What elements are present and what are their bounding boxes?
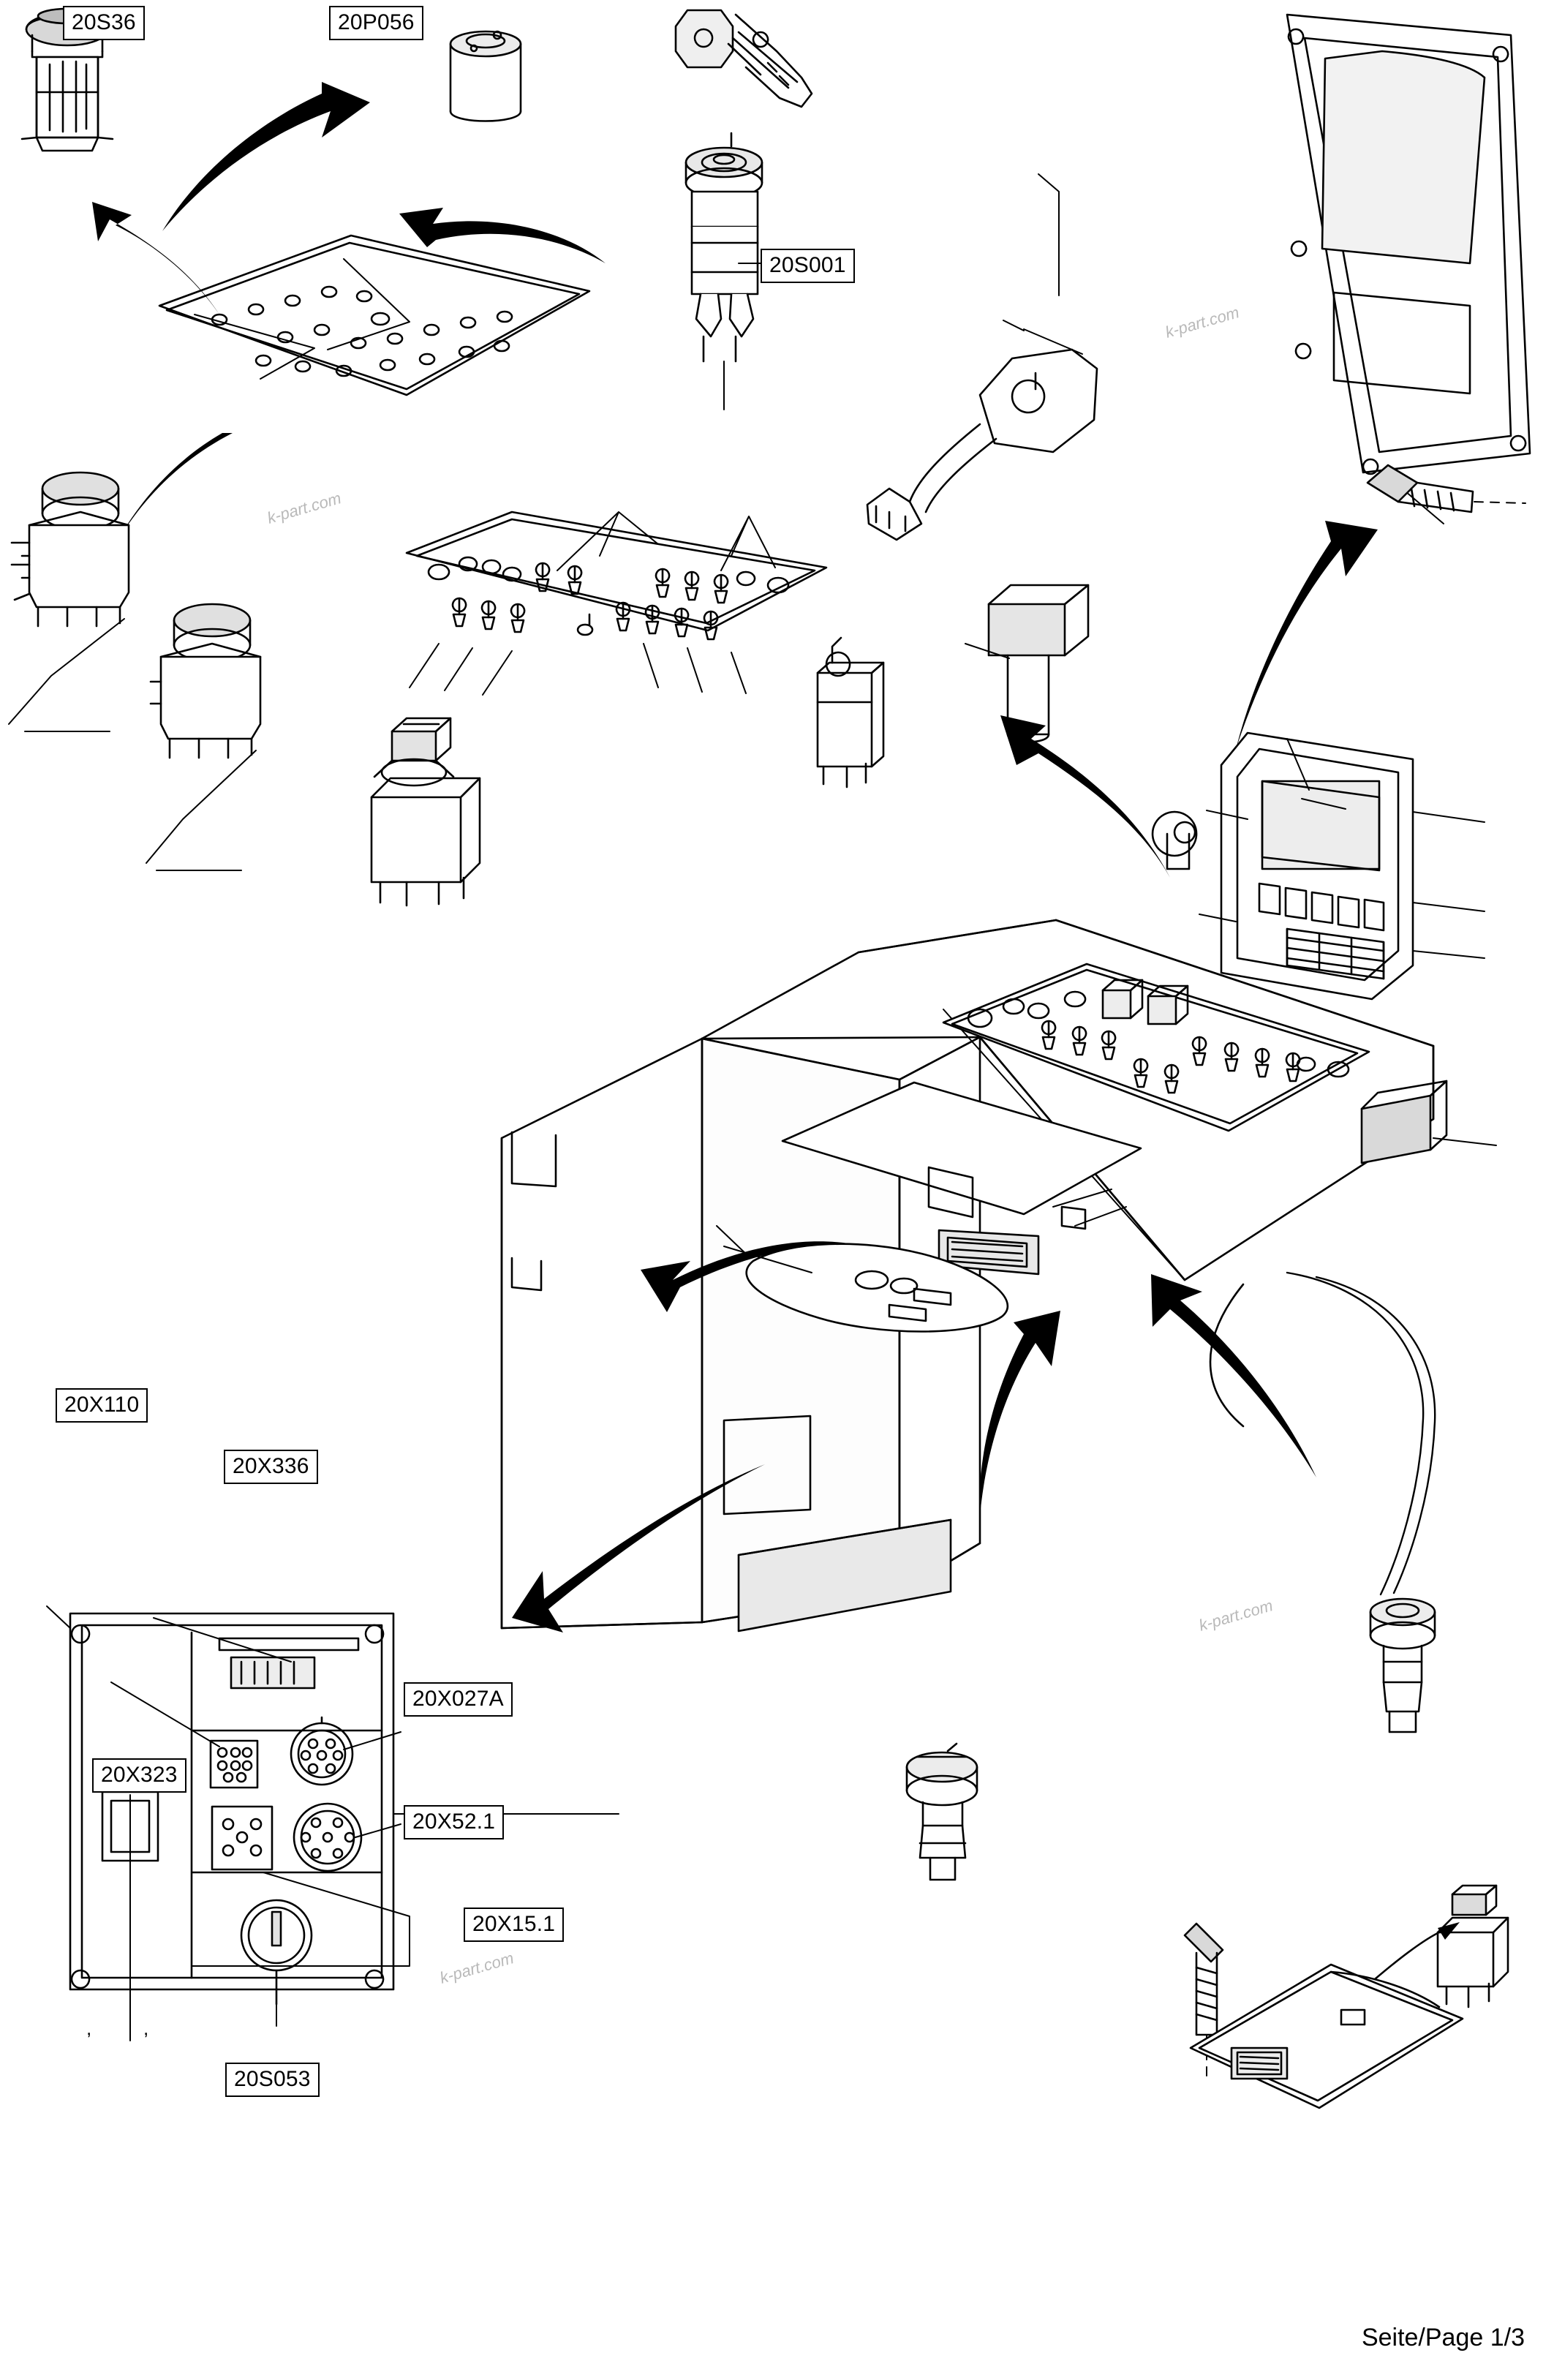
part-console-deck [701,919,1497,1596]
part-instrument-cluster [1151,731,1485,1001]
page-footer: Seite/Page 1/3 [1361,2324,1525,2351]
callout-20P056: 20P056 [329,6,423,40]
part-gasket-plate [158,234,591,396]
callout-20X52-1: 20X52.1 [404,1805,505,1839]
part-20S001-keys [674,9,813,108]
part-connector-plate [46,1605,619,2041]
part-20S001 [684,132,763,363]
tick-mark: , [143,2017,149,2039]
part-bottom-right-assembly [1183,1884,1509,2109]
part-plug-bottom-center [905,1742,978,1881]
callout-20S001: 20S001 [761,249,855,283]
part-cover-panel [1286,13,1531,524]
part-rocker-switch-a [8,471,130,732]
callout-20X110: 20X110 [56,1388,148,1423]
callout-20X027A: 20X027A [404,1682,513,1717]
part-cube-switch [370,717,481,907]
leader-lines [723,173,1346,810]
assembly-arrows-main [512,521,1378,1633]
callout-20S053: 20S053 [225,2063,320,2097]
part-20P056 [449,30,522,122]
callout-20X336: 20X336 [224,1450,318,1484]
part-sensor-cable [866,348,1098,541]
part-rocker-switch-b [146,603,262,871]
part-toggle-switch [816,636,885,788]
part-plug-bottom-right [1369,1597,1436,1733]
part-switch-panel-small [405,511,828,696]
callout-20X15-1: 20X15.1 [464,1908,565,1942]
assembly-arrows-top [92,82,606,544]
tick-mark: , [86,2017,92,2039]
callout-20X323: 20X323 [92,1758,186,1793]
callout-20S36: 20S36 [63,6,145,40]
